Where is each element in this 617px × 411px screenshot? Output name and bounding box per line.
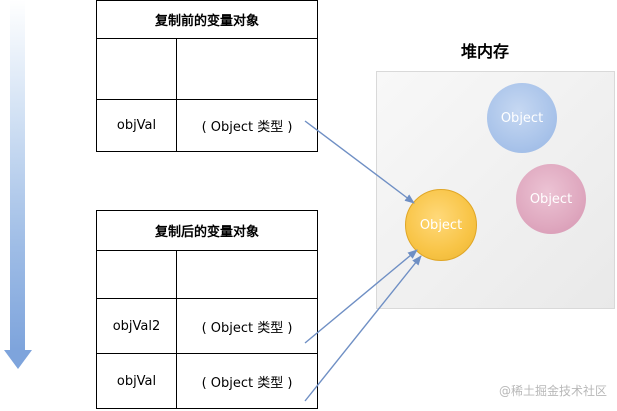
variable-object-before-table: 复制前的变量对象 objVal ( Object 类型 ) [95, 0, 319, 152]
empty-cell [96, 38, 177, 100]
empty-cell [96, 250, 177, 299]
timeline-arrow-shaft [10, 0, 25, 350]
empty-cell [175, 250, 319, 299]
variable-name-cell: objVal2 [96, 298, 177, 354]
heap-object-blue: Object [487, 83, 557, 153]
table-row [96, 38, 319, 100]
table-header-row: 复制前的变量对象 [95, 0, 319, 39]
variable-object-after-table: 复制后的变量对象 objVal2 ( Object 类型 ) objVal ( … [95, 210, 319, 409]
table-row: objVal2 ( Object 类型 ) [96, 298, 319, 354]
heap-object-referenced: Object [405, 189, 477, 261]
table-row: objVal ( Object 类型 ) [96, 99, 319, 152]
variable-value-cell: ( Object 类型 ) [175, 99, 319, 152]
table-row [96, 250, 319, 299]
variable-name-cell: objVal [96, 99, 177, 152]
table-title: 复制前的变量对象 [95, 0, 319, 39]
table-header-row: 复制后的变量对象 [95, 210, 319, 251]
variable-name-cell: objVal [96, 353, 177, 409]
heap-title: 堆内存 [460, 42, 509, 61]
heap-object-pink: Object [516, 164, 586, 234]
variable-value-cell: ( Object 类型 ) [175, 298, 319, 354]
table-title: 复制后的变量对象 [95, 210, 319, 251]
empty-cell [175, 38, 319, 100]
timeline-arrow-head [4, 350, 32, 369]
variable-value-cell: ( Object 类型 ) [175, 353, 319, 409]
table-row: objVal ( Object 类型 ) [96, 353, 319, 409]
watermark: @稀土掘金技术社区 [498, 384, 607, 398]
